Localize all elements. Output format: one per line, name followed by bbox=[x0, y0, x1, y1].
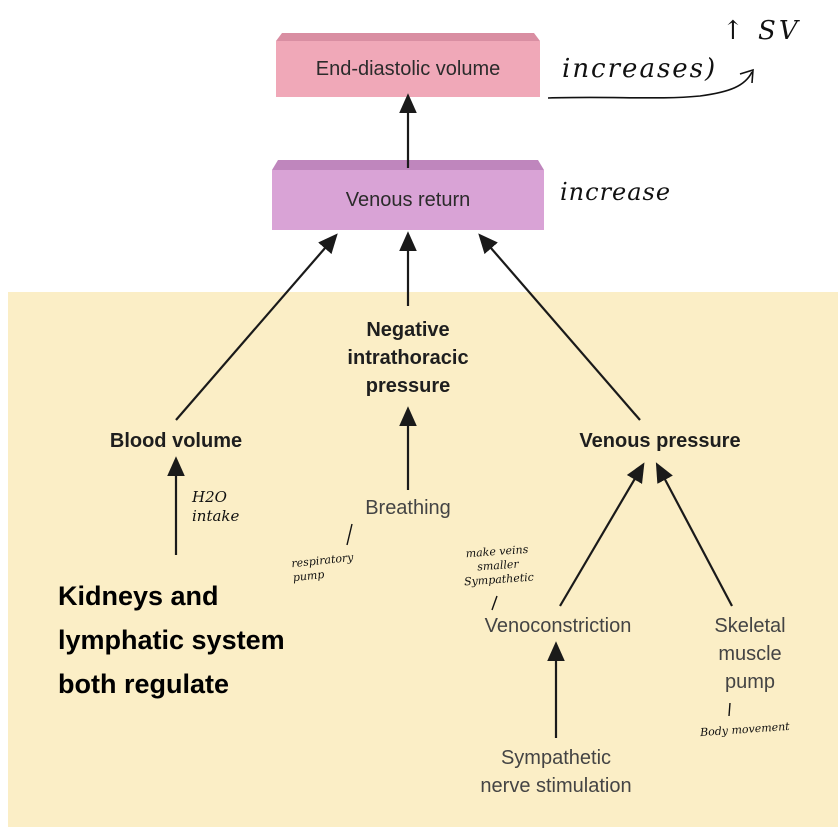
handwritten-sv: ↑ SV bbox=[722, 16, 801, 46]
arrow-bv-to-vr bbox=[175, 233, 338, 421]
skeletal-muscle-pump-label: Skeletal muscle pump bbox=[714, 615, 786, 693]
handwritten-h2o-intake: H2O intake bbox=[192, 488, 240, 525]
handwritten-increase: increase bbox=[560, 178, 672, 206]
venous-pressure-label: Venous pressure bbox=[579, 430, 741, 452]
kidneys-note: Kidneys and lymphatic system both regula… bbox=[58, 581, 285, 699]
handwritten-increases: increases) bbox=[562, 54, 718, 84]
blood-volume-label: Blood volume bbox=[109, 430, 243, 452]
breathing-label: Breathing bbox=[365, 497, 451, 519]
box-shape-vr bbox=[272, 160, 544, 230]
edv-label: End-diastolic volume bbox=[315, 57, 501, 80]
box-shape-edv bbox=[276, 33, 540, 97]
tick-respiratory bbox=[346, 523, 353, 546]
handwritten-make-veins-smaller: make veins smaller Sympathetic bbox=[463, 542, 535, 589]
arrow-skeletal-to-vp bbox=[655, 462, 733, 607]
arrow-veno-to-vp bbox=[559, 462, 645, 607]
venous-return-label: Venous return bbox=[345, 188, 471, 211]
content-panel bbox=[8, 292, 838, 827]
tick-body bbox=[728, 702, 731, 717]
arrow-vp-to-vr bbox=[478, 233, 641, 421]
hand-arrow-to-sv bbox=[547, 71, 753, 99]
end-diastolic-volume-box: End-diastolic volume bbox=[276, 33, 540, 97]
sympathetic-nerve-stimulation-label: Sympathetic nerve stimulation bbox=[480, 747, 632, 797]
tick-veins bbox=[491, 595, 498, 611]
venous-return-box: Venous return bbox=[272, 160, 544, 230]
venoconstriction-label: Venoconstriction bbox=[484, 615, 632, 637]
negative-intrathoracic-pressure: Negative intrathoracic pressure bbox=[347, 319, 469, 397]
